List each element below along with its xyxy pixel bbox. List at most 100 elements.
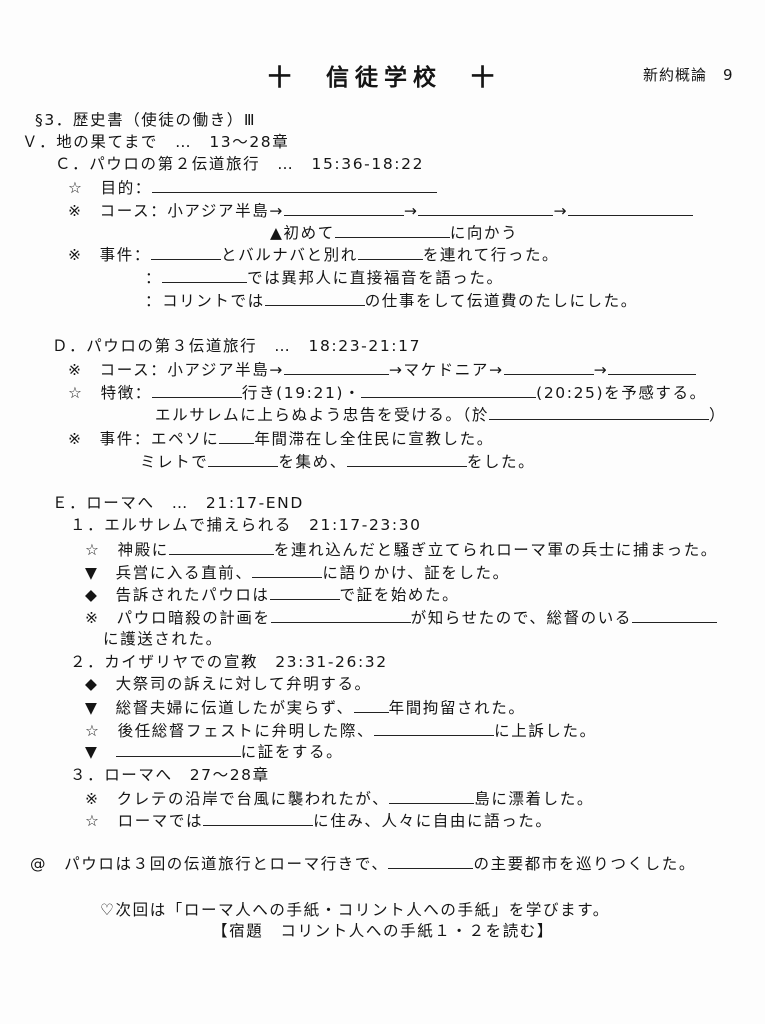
worksheet-line: ☆ ローマでは に住み、人々に自由に語った。 [85, 810, 553, 831]
line-text: ▼ 総督夫婦に伝道したが実らず、 [85, 699, 354, 717]
line-text: ※ 事件： [68, 246, 151, 264]
line-text: Ｖ．地の果てまで … 13～28章 [22, 133, 290, 151]
line-text: に語りかけ、証をした。 [322, 564, 510, 582]
worksheet-line: §3．歴史書（使徒の働き）Ⅲ [35, 110, 256, 130]
school-title: 十 信徒学校 十 [268, 65, 500, 91]
fill-in-blank[interactable] [264, 290, 365, 306]
line-text: ※ 事件：エペソに [68, 430, 220, 448]
fill-in-blank[interactable] [361, 382, 537, 398]
line-text: Ｅ．ローマへ … 21:17-END [52, 494, 304, 512]
fill-in-blank[interactable] [168, 539, 274, 555]
fill-in-blank[interactable] [568, 200, 694, 216]
line-text: @ パウロは３回の伝道旅行とローマ行きで、 [30, 855, 389, 873]
fill-in-blank[interactable] [208, 451, 279, 467]
worksheet-line: ※ パウロ暗殺の計画をが知らせたので、総督のいる [85, 607, 717, 628]
fill-in-blank[interactable] [631, 607, 717, 623]
line-text: で証を始めた。 [339, 586, 460, 604]
worksheet-line: 【宿題 コリント人への手紙１・２を読む】 [212, 921, 554, 941]
fill-in-blank[interactable] [353, 697, 389, 713]
line-text: →マケドニア→ [388, 361, 504, 379]
line-text: ☆ 後任総督フェストに弁明した際、 [85, 722, 375, 740]
worksheet-line: ※ 事件：とバルナバと別れを連れて行った。 [68, 244, 559, 265]
worksheet-line: ※ 事件：エペソに 年間滞在し全住民に宣教した。 [68, 428, 494, 449]
line-text: ◆ 告訴されたパウロは [85, 586, 270, 604]
fill-in-blank[interactable] [388, 853, 474, 869]
line-text: ▼ 兵営に入る直前、 [85, 564, 253, 582]
fill-in-blank[interactable] [162, 267, 248, 283]
line-text: 年間滞在し全住民に宣教した。 [254, 430, 494, 448]
fill-in-blank[interactable] [151, 382, 242, 398]
fill-in-blank[interactable] [283, 359, 389, 375]
worksheet-line: Ｖ．地の果てまで … 13～28章 [22, 132, 289, 152]
line-text: に住み、人々に自由に語った。 [313, 812, 553, 830]
worksheet-line: ◆ 告訴されたパウロは で証を始めた。 [85, 584, 459, 605]
fill-in-blank[interactable] [151, 177, 437, 193]
fill-in-blank[interactable] [219, 428, 255, 444]
line-text: ♡次回は「ローマ人への手紙・コリント人への手紙」を学びます。 [100, 901, 610, 919]
fill-in-blank[interactable] [269, 584, 340, 600]
fill-in-blank[interactable] [252, 562, 323, 578]
line-text: → [593, 361, 609, 379]
worksheet-line: ２．カイザリヤでの宣教 23:31-26:32 [70, 652, 388, 672]
line-text: (20:25)を予感する。 [536, 384, 707, 402]
worksheet-line: ◆ 大祭司の訴えに対して弁明する。 [85, 674, 372, 694]
fill-in-blank[interactable] [503, 359, 594, 375]
line-text: に護送された。 [103, 630, 223, 648]
line-text: を連れて行った。 [422, 246, 560, 264]
worksheet-line: ：コリントではの仕事をして伝道費のたしにした。 [145, 290, 638, 311]
fill-in-blank[interactable] [389, 788, 475, 804]
worksheet-line: ３．ローマへ 27～28章 [70, 765, 270, 785]
worksheet-line: Ｃ．パウロの第２伝道旅行 … 15:36-18:22 [55, 154, 424, 174]
worksheet-line: １．エルサレムで捕えられる 21:17-23:30 [70, 515, 422, 535]
worksheet-line: ※ コース：小アジア半島→→→ [68, 200, 694, 221]
line-text: に上訴した。 [494, 722, 597, 740]
fill-in-blank[interactable] [357, 244, 423, 260]
line-text: ☆ 神殿に [85, 541, 169, 559]
worksheet-line: ▼ 兵営に入る直前、 に語りかけ、証をした。 [85, 562, 510, 583]
line-text: 年間拘留された。 [388, 699, 526, 717]
line-text: ： [145, 269, 163, 287]
worksheet-line: ※ コース：小アジア半島→ →マケドニア→ → [68, 359, 697, 380]
worksheet-line: ☆ 特徴：行き(19:21)・(20:25)を予感する。 [68, 382, 707, 403]
fill-in-blank[interactable] [608, 359, 697, 375]
line-text: 島に漂着した。 [474, 790, 594, 808]
line-text: Ｃ．パウロの第２伝道旅行 … 15:36-18:22 [55, 155, 425, 173]
fill-in-blank[interactable] [374, 720, 495, 736]
worksheet-line: ▼ に証をする。 [85, 741, 343, 762]
line-text: 行き(19:21)・ [241, 384, 362, 402]
line-text: ▲初めて [270, 224, 335, 242]
fill-in-blank[interactable] [488, 404, 709, 420]
fill-in-blank[interactable] [334, 222, 450, 238]
fill-in-blank[interactable] [283, 200, 404, 216]
worksheet-line: ： では異邦人に直接福音を語った。 [145, 267, 504, 288]
fill-in-blank[interactable] [151, 244, 221, 260]
fill-in-blank[interactable] [270, 607, 411, 623]
line-text: ※ クレテの沿岸で台風に襲われたが、 [85, 790, 390, 808]
worksheet-line: ☆ 後任総督フェストに弁明した際、 に上訴した。 [85, 720, 597, 741]
line-text: を連れ込んだと騒ぎ立てられローマ軍の兵士に捕まった。 [273, 541, 718, 559]
line-text: → [553, 202, 569, 220]
fill-in-blank[interactable] [203, 810, 314, 826]
worksheet-line: @ パウロは３回の伝道旅行とローマ行きで、の主要都市を巡りつくした。 [30, 853, 696, 874]
line-text: ※ パウロ暗殺の計画を [85, 609, 271, 627]
line-text: ※ コース：小アジア半島→ [68, 361, 284, 379]
line-text: を集め、 [278, 453, 347, 471]
line-text: に証をする。 [240, 743, 344, 761]
fill-in-blank[interactable] [418, 200, 554, 216]
line-text: Ｄ．パウロの第３伝道旅行 … 18:23-21:17 [52, 337, 422, 355]
fill-in-blank[interactable] [346, 451, 467, 467]
line-text: に向かう [449, 224, 519, 242]
line-text: ２．カイザリヤでの宣教 23:31-26:32 [70, 653, 388, 671]
line-text: ☆ ローマでは [85, 812, 204, 830]
worksheet-line: ☆ 目的： [68, 177, 437, 198]
worksheet-line: ▲初めて に向かう [270, 222, 518, 243]
fill-in-blank[interactable] [115, 741, 241, 757]
line-text: ☆ 目的： [68, 179, 152, 197]
worksheet-line: ♡次回は「ローマ人への手紙・コリント人への手紙」を学びます。 [100, 900, 610, 920]
line-text: ） [708, 406, 727, 424]
worksheet-line: ※ クレテの沿岸で台風に襲われたが、 島に漂着した。 [85, 788, 594, 809]
worksheet-line: エルサレムに上らぬよう忠告を受ける。（於） [155, 404, 726, 425]
line-text: ◆ 大祭司の訴えに対して弁明する。 [85, 675, 372, 693]
line-text: では異邦人に直接福音を語った。 [247, 269, 504, 287]
line-text: ▼ [85, 743, 116, 761]
